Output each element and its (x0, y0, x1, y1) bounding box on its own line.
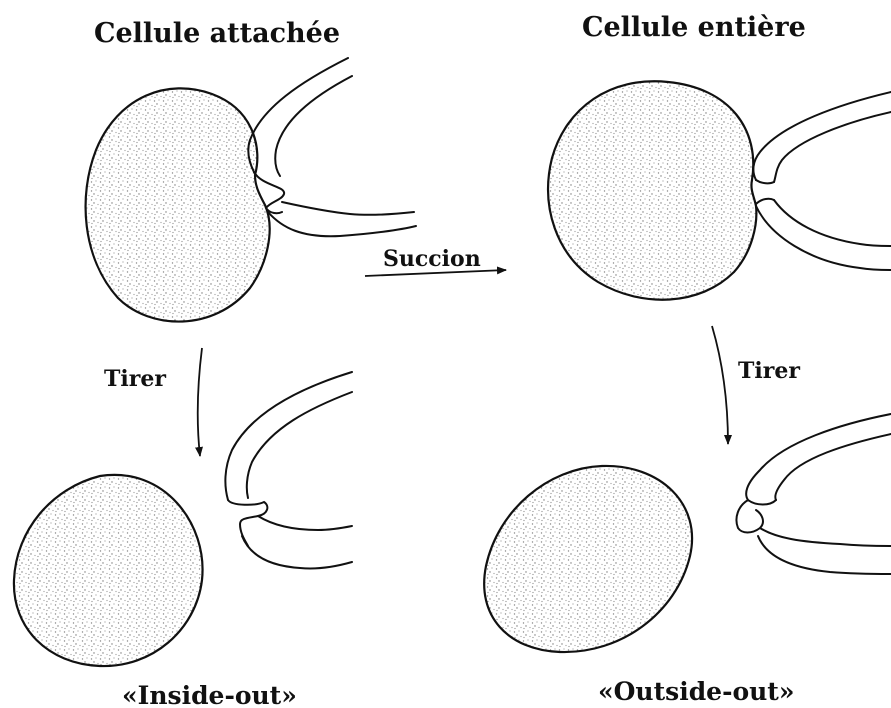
pull-arrow-right: Tirer (712, 326, 800, 444)
inside-out-pipette-tip (228, 500, 267, 546)
pull-label-left: Tirer (104, 366, 166, 392)
inside-out-pipette-lower-outer (242, 536, 352, 569)
whole-cell-cell (548, 81, 756, 299)
pull-arrow-right-line (712, 326, 728, 444)
pull-arrow-left-line (198, 348, 202, 456)
outside-out-pipette-lower-inner (760, 528, 891, 546)
whole-cell-pipette-upper-inner (774, 112, 891, 182)
title-whole-cell: Cellule entière (582, 12, 806, 43)
whole-cell-pipette-lower-outer (756, 206, 891, 270)
inside-out-pipette-upper-inner (247, 392, 352, 498)
cell-attached-pipette-lower-outer (268, 212, 416, 236)
whole-cell-panel (548, 81, 891, 299)
whole-cell-pipette-tip (756, 180, 774, 204)
inside-out-pipette-lower-inner (258, 516, 352, 530)
outside-out-pipette-lower-outer (758, 536, 891, 574)
inside-out-cell (14, 475, 203, 666)
cell-attached-pipette-lower-inner (282, 202, 414, 215)
title-cell-attached: Cellule attachée (94, 18, 340, 49)
whole-cell-pipette-upper-outer (753, 92, 891, 180)
pull-label-right: Tirer (738, 358, 800, 384)
inside-out-pipette-upper-outer (225, 372, 352, 500)
cell-attached-panel (86, 58, 416, 322)
pull-arrow-left: Tirer (104, 348, 202, 456)
outside-out-cell (484, 466, 692, 652)
suction-arrow: Succion (365, 246, 506, 276)
caption-inside-out: «Inside-out» (122, 681, 297, 708)
outside-out-pipette-tip (736, 500, 776, 533)
outside-out-pipette-upper-inner (775, 434, 891, 500)
whole-cell-pipette-lower-inner (774, 200, 891, 246)
cell-attached-pipette-upper-outer (248, 58, 348, 172)
inside-out-panel (14, 372, 352, 666)
suction-label: Succion (383, 246, 481, 272)
outside-out-panel (484, 414, 891, 652)
caption-outside-out: «Outside-out» (598, 677, 794, 706)
cell-attached-pipette-upper-inner (275, 76, 352, 176)
cell-attached-cell (86, 88, 270, 321)
